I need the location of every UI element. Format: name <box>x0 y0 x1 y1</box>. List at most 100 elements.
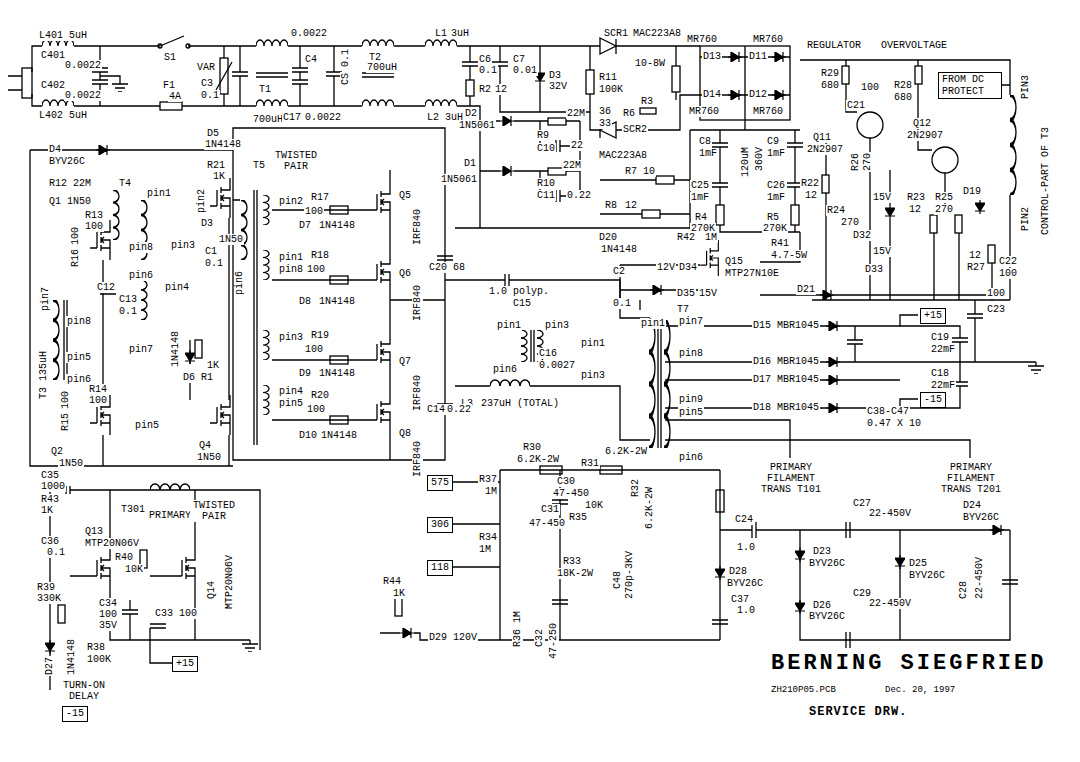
part-label: R13 <box>84 210 104 221</box>
wire <box>930 215 937 233</box>
wire <box>103 218 229 466</box>
part-label: ZH210P05.PCB <box>770 686 837 696</box>
part-label: pin8 <box>678 348 704 359</box>
part-label: 68 <box>452 262 466 273</box>
component-symbol <box>826 357 840 367</box>
wire <box>492 46 600 130</box>
wire <box>822 175 829 193</box>
part-label: D1 <box>463 158 477 169</box>
part-label: C401 <box>40 50 66 61</box>
part-label: 1.0 polyp. <box>488 286 550 297</box>
wire <box>186 44 190 48</box>
part-label: 10K <box>584 500 604 511</box>
terminal-text: +15 <box>176 658 194 670</box>
component-symbol <box>400 628 414 638</box>
title: BERNING SIEGFRIED <box>770 652 1047 676</box>
wire <box>256 46 362 106</box>
part-label: D4 <box>48 144 62 155</box>
part-label: OVERVOLTAGE <box>880 40 948 51</box>
part-label: Q11 <box>812 132 832 143</box>
part-label: SCR1 <box>603 28 629 39</box>
component-symbol <box>113 190 119 240</box>
part-label: pin5 <box>678 407 704 418</box>
part-label: T3 135uH <box>38 350 49 400</box>
part-label: 47-250 <box>548 622 559 660</box>
part-label: 22-450V <box>868 598 912 609</box>
part-label: C16 <box>538 348 558 359</box>
wire <box>600 466 622 474</box>
component-symbol <box>263 330 269 360</box>
part-label: 100 <box>304 344 324 355</box>
wire <box>445 274 650 318</box>
part-label: 15V <box>872 246 892 257</box>
part-label: SCR2 <box>622 124 648 135</box>
part-label: pin3 <box>544 320 570 331</box>
terminal-text: +15 <box>924 310 942 322</box>
part-label: 1K <box>212 171 226 182</box>
wire <box>22 68 32 98</box>
part-label: D32 <box>852 230 872 241</box>
part-label: 1N5061 <box>440 174 478 185</box>
part-label: 237uH (TOTAL) <box>480 398 560 409</box>
part-label: C35 <box>40 470 60 481</box>
part-label: L1 <box>434 28 448 39</box>
part-label: 1N4148 <box>600 244 638 255</box>
component-symbol <box>664 320 670 448</box>
wire <box>362 46 425 106</box>
part-label: R30 <box>522 442 542 453</box>
part-label: 1N50 <box>218 234 244 245</box>
terminal-text: 575 <box>431 477 449 489</box>
wire <box>675 46 676 100</box>
terminal-box: FROM DC PROTECT <box>938 72 1002 99</box>
wire <box>857 112 883 138</box>
wire <box>160 102 182 110</box>
terminal-box: 306 <box>427 517 453 533</box>
part-label: 1mF <box>698 148 718 159</box>
part-label: R19 <box>310 330 330 341</box>
part-label: C8 <box>698 136 712 147</box>
part-label: R16 <box>70 248 81 268</box>
part-label: 1N50 <box>58 458 84 469</box>
part-label: 3uH <box>450 28 470 39</box>
part-label: 120uM <box>740 146 751 178</box>
wire <box>586 70 594 94</box>
part-label: R21 <box>206 160 226 171</box>
component-symbol <box>1010 95 1016 195</box>
wire <box>330 276 348 284</box>
part-label: Q2 <box>50 446 64 457</box>
part-label: 6.2K-2W <box>516 454 560 465</box>
part-label: D23 <box>812 546 832 557</box>
wire <box>453 470 720 640</box>
part-label: F1 <box>162 80 176 91</box>
part-label: BYV26C <box>808 558 846 569</box>
part-label: IRF840 <box>412 284 423 322</box>
part-label: 4A <box>168 91 182 102</box>
component-symbol <box>263 195 269 225</box>
part-label: 1M <box>484 486 498 497</box>
part-label: 4.7-5W <box>770 250 808 261</box>
component-symbol <box>990 525 1004 535</box>
part-label: 12 <box>804 190 818 201</box>
wire <box>457 46 600 228</box>
part-label: 10K <box>124 564 144 575</box>
part-label: IRF840 <box>412 208 423 246</box>
component-symbol <box>256 100 288 106</box>
part-label: pin6 <box>492 364 518 375</box>
part-label: S1 <box>163 52 177 63</box>
part-label: R29 <box>820 68 840 79</box>
part-label: C15 <box>512 298 532 309</box>
part-label: L402 5uH <box>38 110 88 121</box>
part-label: pin7 <box>40 286 51 312</box>
part-label: CONTROL-PART OF T3 <box>1040 126 1051 236</box>
part-label: T301 <box>120 504 146 515</box>
part-label: T4 <box>118 178 132 189</box>
part-label: 15V <box>698 288 718 299</box>
part-label: C38-C47 <box>866 406 910 417</box>
component-symbol <box>826 403 840 413</box>
part-label: pin1 <box>640 318 666 329</box>
part-label: pin2 <box>196 188 207 214</box>
part-label: R22 <box>800 178 820 189</box>
component-symbol <box>175 548 195 588</box>
wire <box>800 60 1010 300</box>
part-label: D26 <box>812 600 832 611</box>
